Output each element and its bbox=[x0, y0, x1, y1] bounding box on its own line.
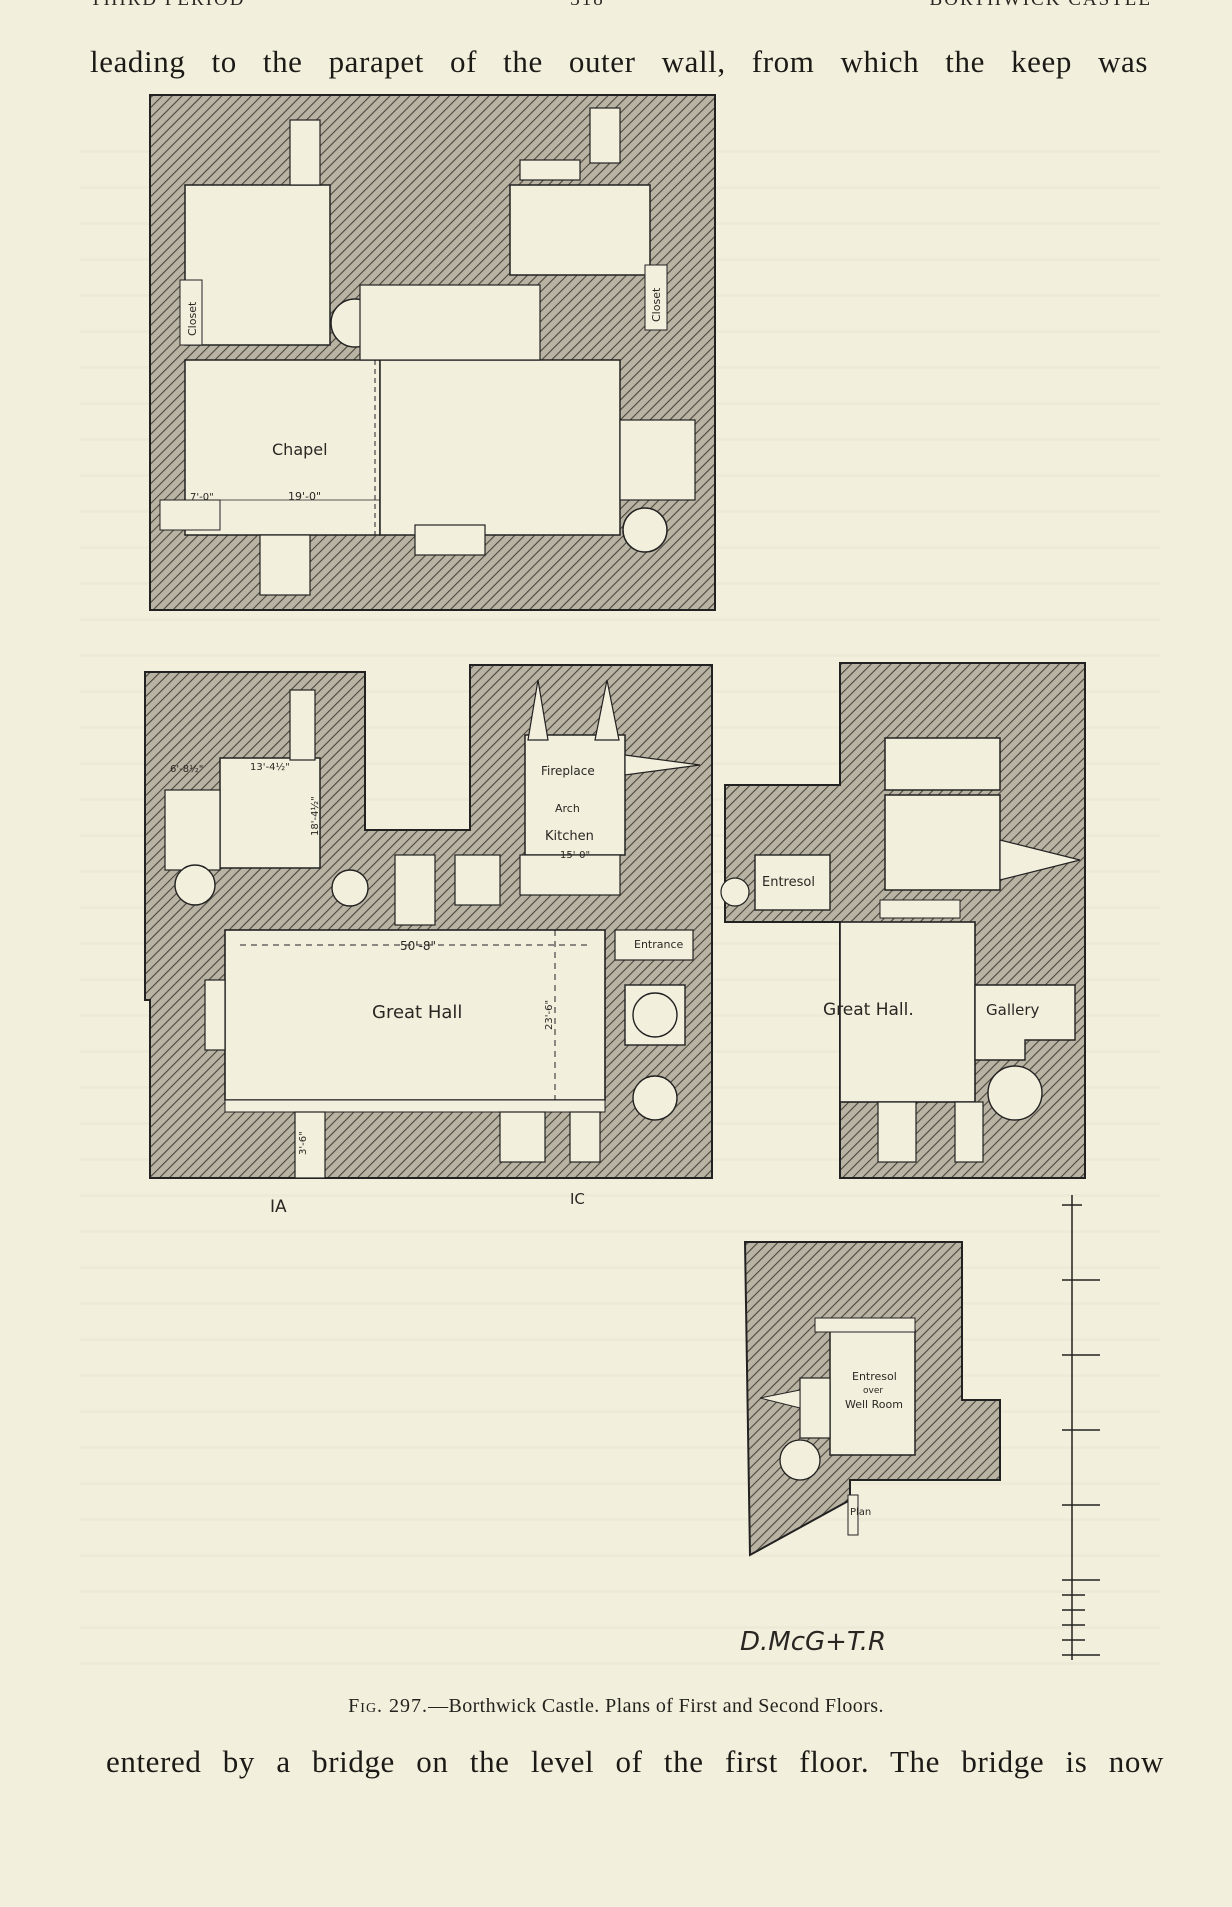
plan-first-floor: Great Hall Fireplace Arch Kitchen Entran… bbox=[144, 664, 713, 1217]
dimension-chapel-side: 7'-0" bbox=[190, 492, 214, 503]
room-label-chapel: Chapel bbox=[272, 440, 328, 459]
room-label-gallery: Gallery bbox=[986, 1001, 1040, 1019]
room-label-great-hall-second: Great Hall. bbox=[823, 1000, 914, 1020]
room-label-fireplace: Fireplace bbox=[541, 764, 595, 778]
scale-bar bbox=[1062, 1195, 1100, 1660]
room-label-entresol: Entresol bbox=[852, 1370, 897, 1383]
body-text-top-line: leading to the parapet of the outer wall… bbox=[90, 44, 1148, 79]
section-mark-ia: IA bbox=[270, 1197, 287, 1217]
room-label-kitchen: Kitchen bbox=[545, 829, 594, 844]
draftsman-signature: D.McG+T.R bbox=[740, 1627, 886, 1657]
running-head-left: THIRD PERIOD bbox=[90, 0, 245, 12]
room-label-closet-left: Closet bbox=[186, 301, 199, 336]
dimension-hall-width: 23'-6" bbox=[544, 1000, 555, 1030]
running-head: THIRD PERIOD 318 BORTHWICK CASTLE bbox=[90, 0, 1152, 12]
running-head-right: BORTHWICK CASTLE bbox=[930, 0, 1152, 12]
room-label-closet-right: Closet bbox=[650, 287, 663, 322]
room-label-entresol-second: Entresol bbox=[762, 875, 815, 890]
figure-caption: Fig. 297.—Borthwick Castle. Plans of Fir… bbox=[0, 1695, 1232, 1718]
room-label-entrance: Entrance bbox=[634, 938, 684, 951]
plan-top-chapel-floor: Chapel Closet Closet 19'-0" 7'-0" bbox=[149, 94, 716, 611]
room-label-great-hall-first: Great Hall bbox=[372, 1002, 462, 1023]
body-text-bottom-line: entered by a bridge on the level of the … bbox=[106, 1744, 1164, 1779]
dimension-room-width: 13'-4½" bbox=[250, 761, 290, 773]
room-label-over: over bbox=[863, 1386, 883, 1396]
room-label-arch: Arch bbox=[555, 802, 580, 815]
dimension-hall-length: 50'-8" bbox=[400, 939, 436, 953]
dimension-small-room: 6'-8½" bbox=[170, 763, 203, 775]
dimension-bottom-recess: 3'-6" bbox=[298, 1131, 309, 1155]
dimension-room-depth: 18'-4½" bbox=[309, 796, 321, 836]
dimension-kitchen: 15'-0" bbox=[560, 850, 590, 861]
plan-entresol: Entresol over Well Room Plan bbox=[743, 1241, 1001, 1557]
plan-second-floor: Entresol Great Hall. Gallery bbox=[720, 662, 1086, 1179]
plan-mark: Plan bbox=[850, 1507, 871, 1518]
caption-text: —Borthwick Castle. Plans of First and Se… bbox=[428, 1695, 884, 1717]
dimension-chapel-length: 19'-0" bbox=[288, 490, 321, 503]
section-mark-ic: IC bbox=[570, 1190, 585, 1208]
running-head-page-number: 318 bbox=[570, 0, 605, 12]
caption-figure-number: Fig. 297. bbox=[348, 1695, 429, 1717]
room-label-well-room: Well Room bbox=[845, 1398, 903, 1411]
